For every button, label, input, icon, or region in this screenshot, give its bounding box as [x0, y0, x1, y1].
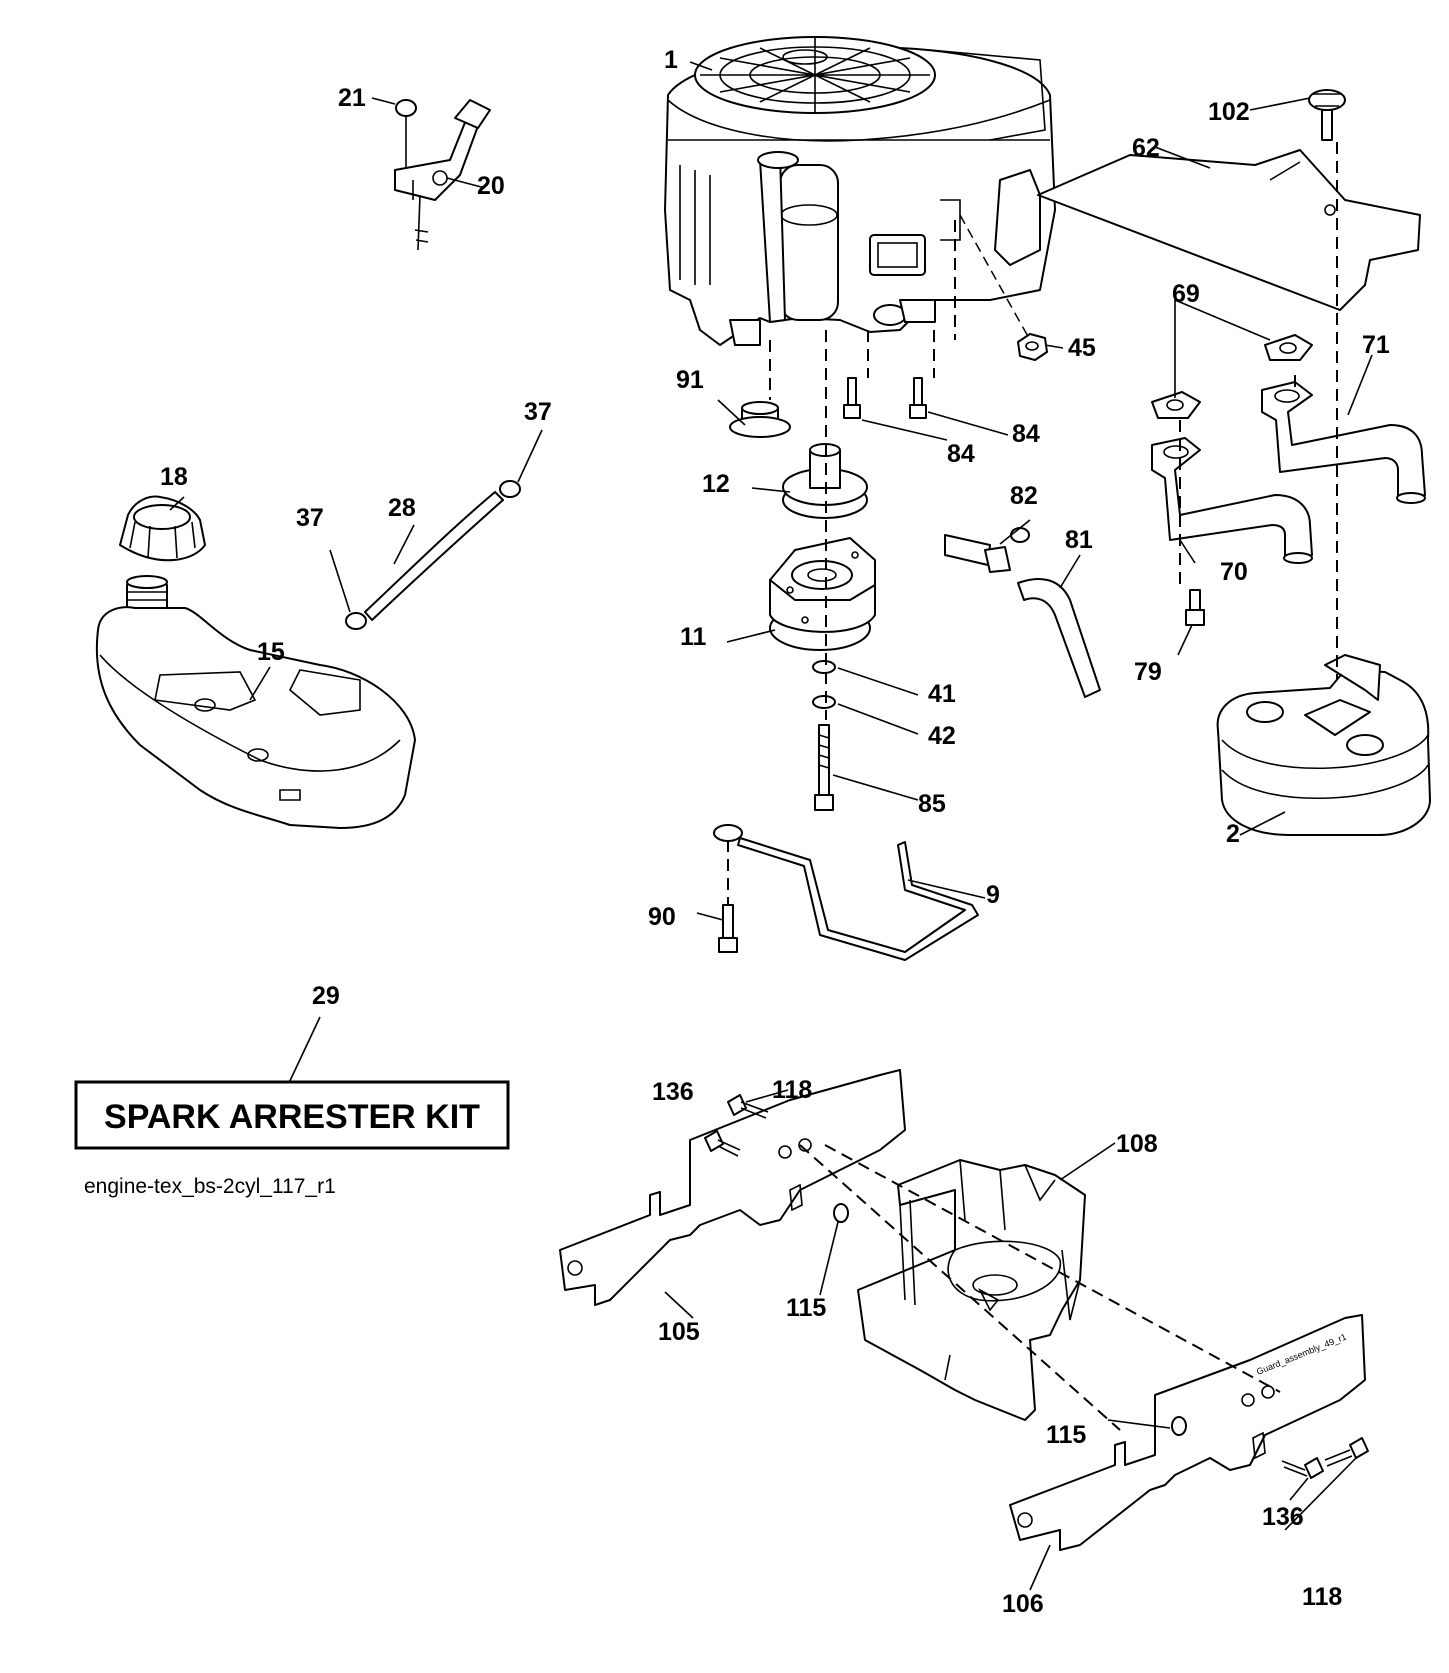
exhaust-pipe-71-part: [1261, 381, 1426, 504]
spacer-part: [729, 401, 791, 438]
callout-118-bottom: 118: [1302, 1583, 1342, 1611]
diagram-reference-code: engine-tex_bs-2cyl_117_r1: [84, 1175, 336, 1198]
callout-91: 91: [676, 366, 704, 394]
screw-79-part: [1185, 589, 1205, 626]
washer-115-part: [833, 1203, 1187, 1436]
bracket-rod-part: [713, 824, 979, 961]
callout-81: 81: [1065, 526, 1093, 554]
clutch-part: [769, 537, 876, 651]
heat-shield-part: [1037, 149, 1421, 311]
callout-37-left: 37: [296, 504, 324, 532]
guard-plate-right-part: [1009, 1314, 1366, 1551]
callout-82: 82: [1010, 482, 1038, 510]
callout-11: 11: [680, 623, 707, 651]
callout-106: 106: [1002, 1590, 1044, 1618]
callout-28: 28: [388, 494, 416, 522]
callout-102: 102: [1208, 98, 1250, 126]
callout-115-bottom: 115: [1046, 1421, 1086, 1449]
callout-79: 79: [1134, 658, 1162, 686]
callout-12: 12: [702, 470, 730, 498]
kit-label: SPARK ARRESTER KIT: [104, 1098, 480, 1136]
bolt-136-part: [704, 1130, 1324, 1479]
callout-21: 21: [338, 84, 366, 112]
washer-part: [812, 660, 836, 709]
callout-84-left: 84: [947, 440, 975, 468]
callout-42: 42: [928, 722, 956, 750]
callout-45: 45: [1068, 334, 1096, 362]
callout-70: 70: [1220, 558, 1248, 586]
leader-lines: [169, 61, 1373, 1591]
muffler-part: [1216, 654, 1431, 836]
gasket-part: [1151, 334, 1313, 419]
callout-84-right: 84: [1012, 420, 1040, 448]
fuel-cap-part: [119, 495, 206, 562]
callout-labels: 1 21 20 102 62 69 45 71 91 37 84 84 18 1…: [160, 46, 1390, 1618]
callout-90: 90: [648, 903, 676, 931]
callout-37-top: 37: [524, 398, 552, 426]
throttle-control-part: [394, 99, 491, 251]
callout-15: 15: [257, 638, 285, 666]
callout-9: 9: [986, 881, 1000, 909]
callout-20: 20: [477, 172, 505, 200]
callout-1: 1: [664, 46, 678, 74]
callout-136-bottom: 136: [1262, 1503, 1304, 1531]
engine-part: [664, 36, 1056, 346]
hose-clamp-part: [345, 480, 521, 630]
screw-102-part: [1308, 89, 1346, 141]
bolt-118-part: [727, 1094, 1369, 1467]
fuel-line-part: [364, 491, 504, 621]
callout-29: 29: [312, 982, 340, 1010]
callout-85: 85: [918, 790, 946, 818]
bolt-90-part: [718, 904, 738, 953]
callout-118-top: 118: [772, 1076, 812, 1104]
callout-69: 69: [1172, 280, 1200, 308]
fuel-tank-part: [95, 575, 416, 829]
bolt-84-part: [843, 377, 927, 419]
fitting-part: [944, 527, 1030, 573]
exhaust-pipe-70-part: [1151, 437, 1313, 564]
center-guard-part: [857, 1159, 1086, 1421]
assembly-lines: [727, 142, 1338, 1431]
guard-plate-left-part: [559, 1069, 906, 1306]
callout-62: 62: [1132, 134, 1160, 162]
nut-part: [1017, 333, 1048, 361]
callout-18: 18: [160, 463, 188, 491]
callout-105: 105: [658, 1318, 700, 1346]
spark-arrester-kit-box: SPARK ARRESTER KIT: [74, 1080, 510, 1150]
callout-41: 41: [928, 680, 956, 708]
breather-hose-part: [1017, 577, 1101, 698]
callout-136-top: 136: [652, 1078, 694, 1106]
callout-2: 2: [1226, 820, 1240, 848]
callout-71: 71: [1362, 331, 1390, 359]
clutch-bolt-part: [814, 724, 834, 811]
callout-115-top: 115: [786, 1294, 826, 1322]
callout-108: 108: [1116, 1130, 1158, 1158]
